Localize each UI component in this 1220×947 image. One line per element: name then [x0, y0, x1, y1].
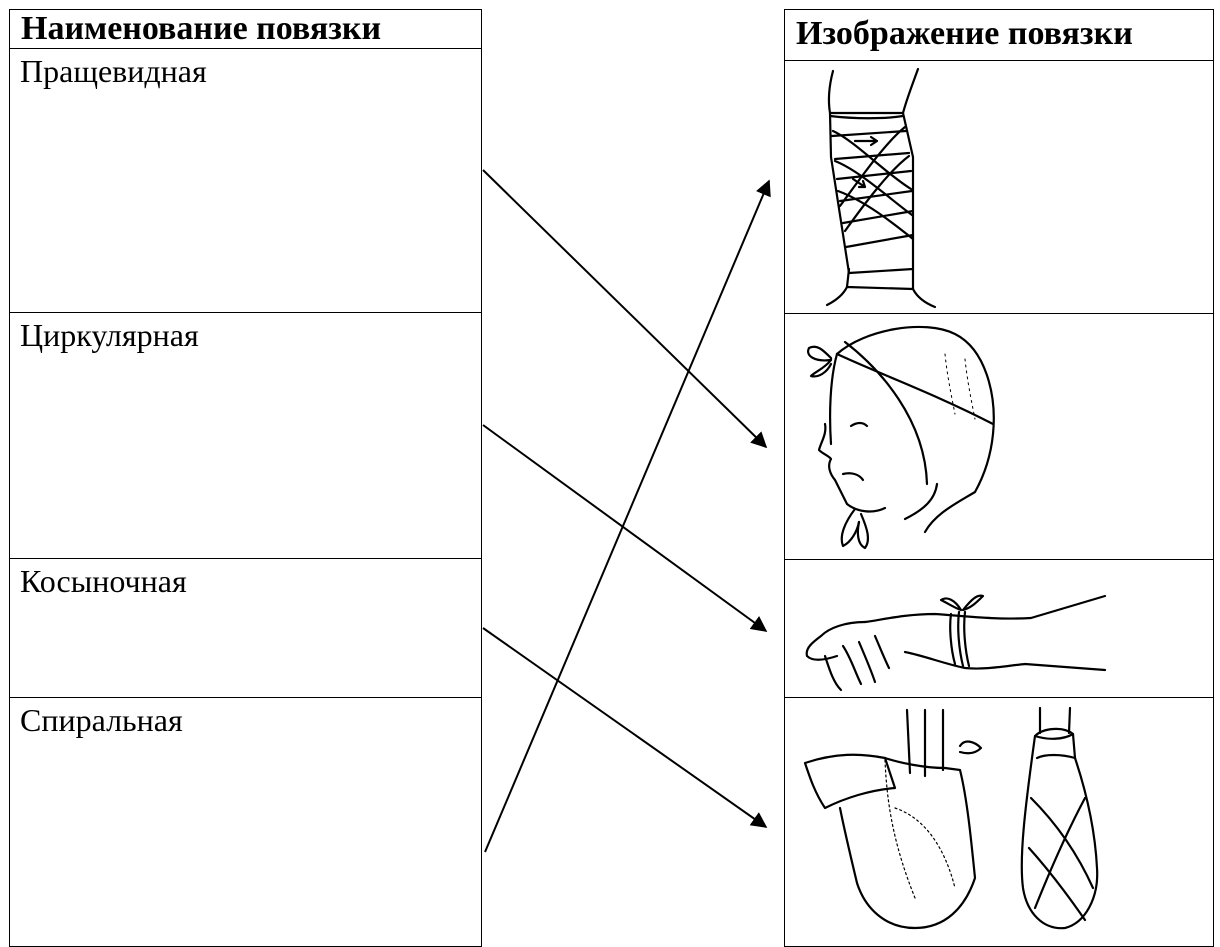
name-cell-4: Спиральная: [9, 697, 482, 947]
bandage-name-label: Спиральная: [20, 702, 183, 738]
bandage-name-label: Косыночная: [20, 563, 187, 599]
arrow-name1-to-image2: [483, 170, 766, 447]
left-column-header: Наименование повязки: [9, 9, 482, 49]
arrow-name2-to-image3: [483, 425, 766, 631]
spiral-bandage-forearm-icon: [785, 61, 1214, 314]
image-cell-4: [784, 697, 1214, 947]
name-cell-3: Косыночная: [9, 558, 482, 698]
arrow-name3-to-image4: [483, 628, 766, 827]
name-cell-1: Пращевидная: [9, 48, 482, 313]
name-cell-2: Циркулярная: [9, 312, 482, 559]
bandage-name-label: Пращевидная: [20, 53, 207, 89]
arrow-name4-to-image1: [485, 181, 769, 852]
right-column-header: Изображение повязки: [784, 9, 1214, 61]
circular-bandage-wrist-icon: [785, 560, 1214, 698]
image-cell-1: [784, 60, 1214, 314]
image-cell-2: [784, 313, 1214, 560]
sling-bandage-head-icon: [785, 314, 1214, 560]
kerchief-bandage-foot-icon: [785, 698, 1214, 947]
bandage-name-label: Циркулярная: [20, 317, 199, 353]
image-cell-3: [784, 559, 1214, 698]
